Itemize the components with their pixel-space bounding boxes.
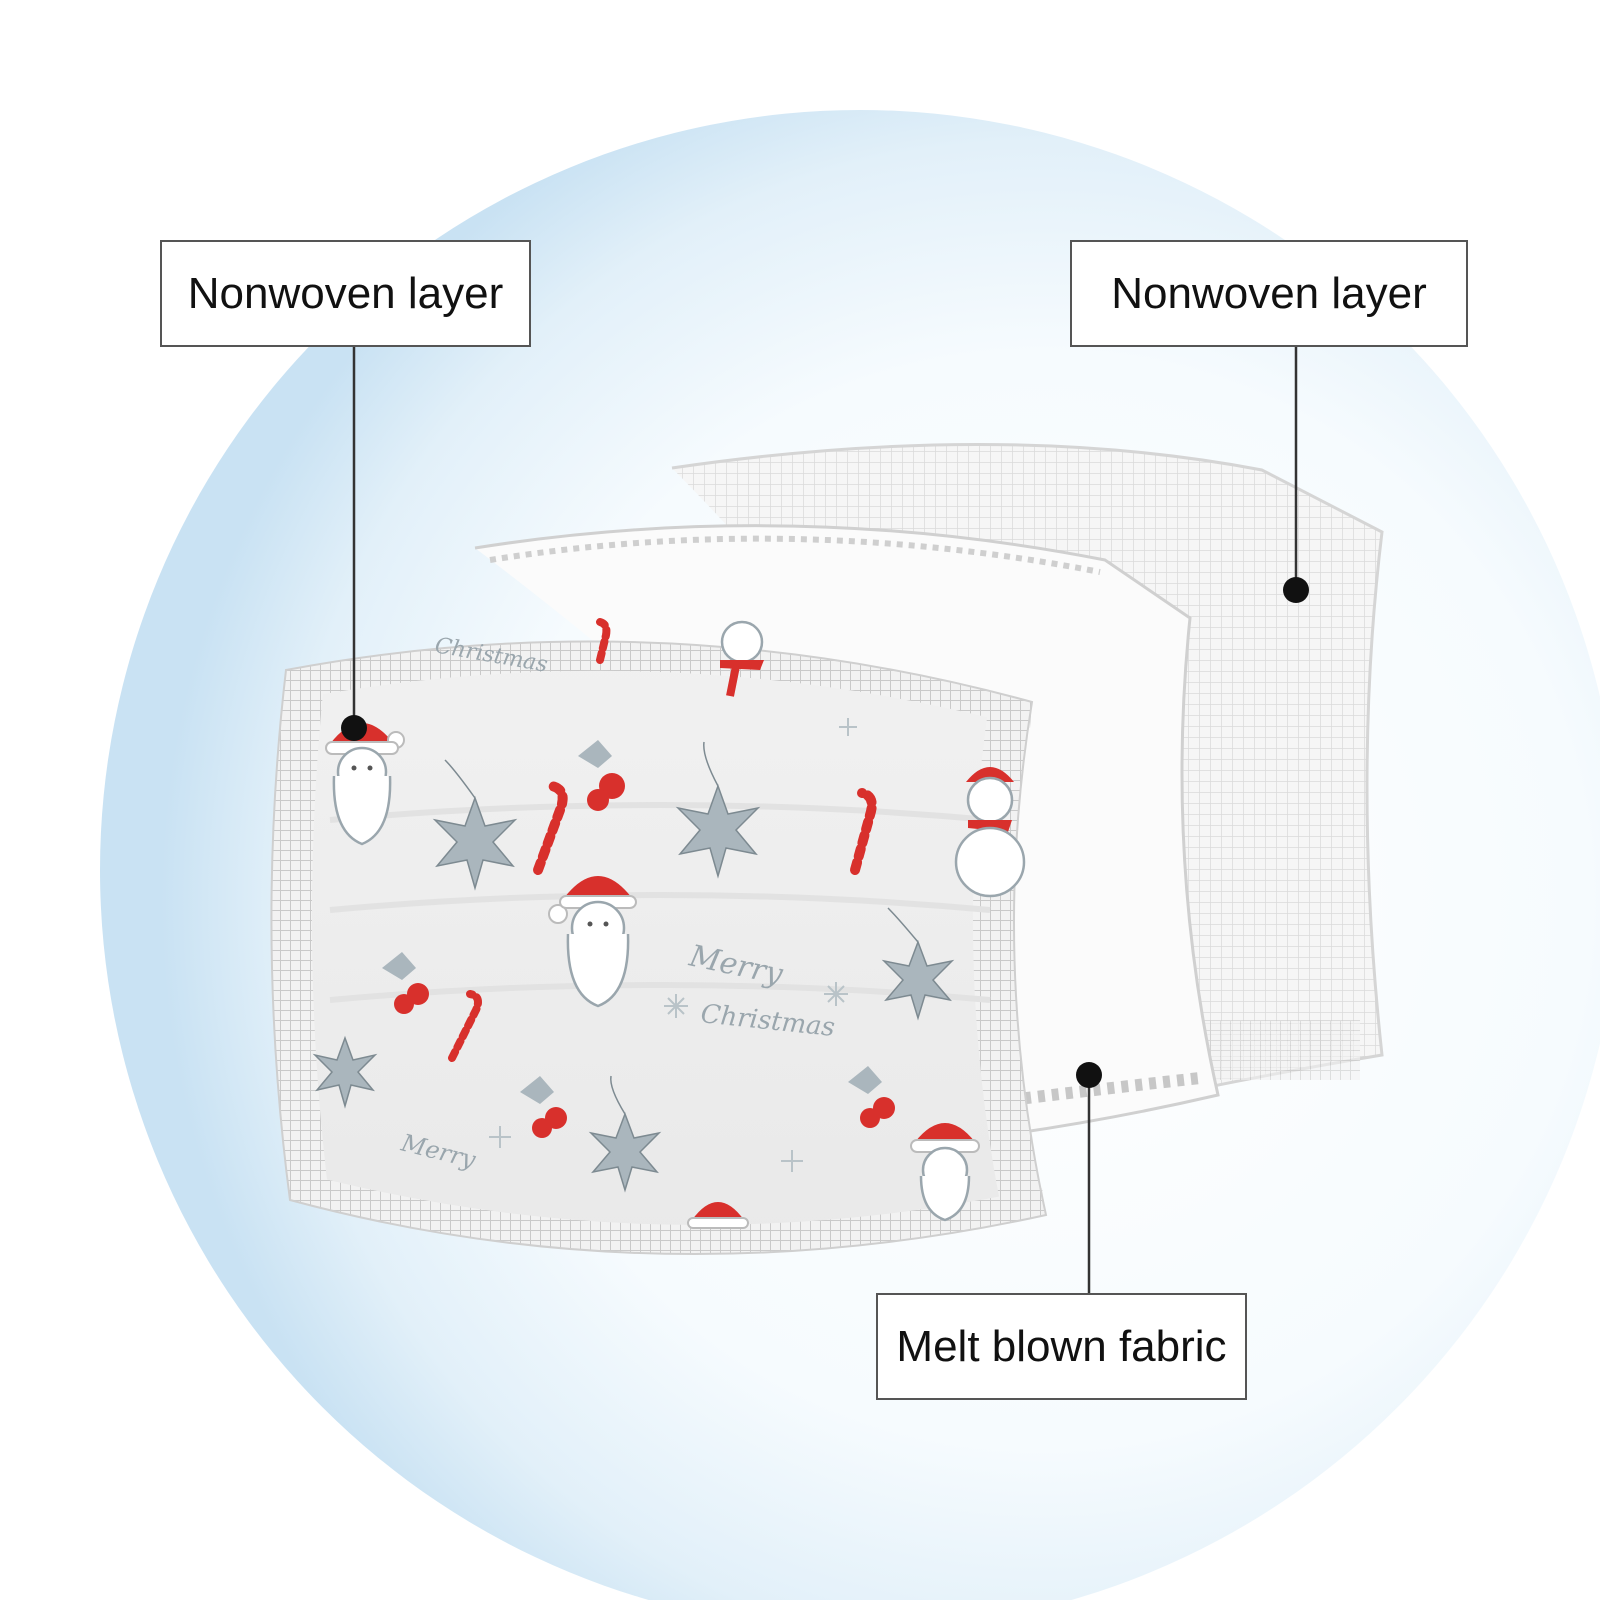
star-ornament-icon	[312, 1035, 378, 1109]
inner-layer-label: Nonwoven layer	[1070, 240, 1468, 347]
holly-icon	[848, 1066, 895, 1128]
santa-icon	[910, 1123, 980, 1222]
candy-cane-icon	[448, 618, 877, 1062]
holly-icon	[578, 740, 625, 811]
leader-dot-middle	[1076, 1062, 1102, 1088]
leader-dot-outer	[341, 715, 367, 741]
snowflake-icon	[489, 718, 857, 1172]
holly-icon	[520, 1076, 567, 1138]
star-ornament-icon	[675, 741, 761, 879]
front-printed-layer: Merry Christmas Merry Christmas	[270, 618, 1048, 1256]
star-ornament-icon	[588, 1075, 662, 1193]
star-ornament-icon	[881, 907, 955, 1021]
santa-icon	[548, 876, 637, 1008]
holly-icon	[382, 952, 429, 1014]
outer-layer-label: Nonwoven layer	[160, 240, 531, 347]
star-ornament-icon	[432, 759, 518, 891]
snowman-icon	[720, 620, 764, 697]
leader-lines	[341, 347, 1309, 1293]
middle-layer-label: Melt blown fabric	[876, 1293, 1247, 1400]
snowman-icon	[954, 767, 1026, 898]
santa-icon	[687, 1202, 749, 1229]
leader-dot-inner	[1283, 577, 1309, 603]
